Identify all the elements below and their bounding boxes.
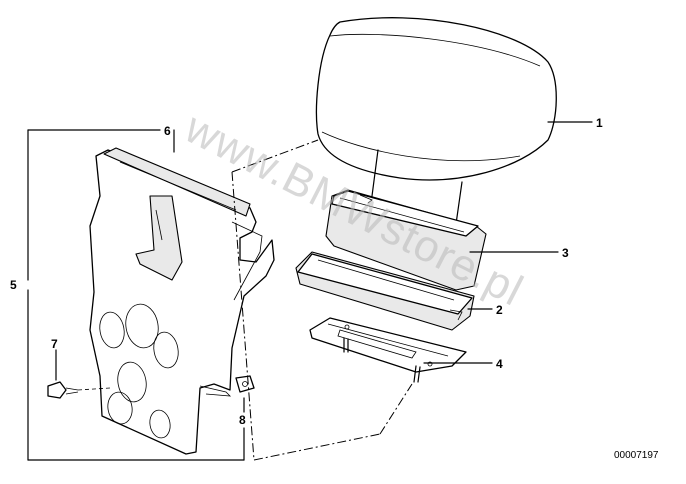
headrest-cushion — [315, 17, 557, 181]
guide-frame — [295, 251, 475, 331]
callout-2: 2 — [496, 303, 503, 317]
clip-nut — [235, 375, 255, 393]
mounting-bracket — [89, 147, 275, 455]
callouts: 1 2 3 4 5 6 7 8 — [10, 116, 603, 427]
callout-3: 3 — [562, 246, 569, 260]
callout-leaders — [27, 121, 593, 461]
bolt — [47, 381, 111, 399]
alignment-lines — [231, 139, 413, 461]
callout-5: 5 — [10, 278, 17, 292]
callout-6: 6 — [164, 124, 171, 138]
drawing-number: 00007197 — [614, 450, 659, 461]
callout-4: 4 — [496, 357, 503, 371]
base-plate — [309, 317, 467, 383]
upper-trim-cover — [325, 189, 487, 291]
callout-8: 8 — [239, 413, 246, 427]
headrest-posts — [371, 149, 463, 225]
callout-7: 7 — [51, 337, 58, 351]
callout-1: 1 — [596, 116, 603, 130]
